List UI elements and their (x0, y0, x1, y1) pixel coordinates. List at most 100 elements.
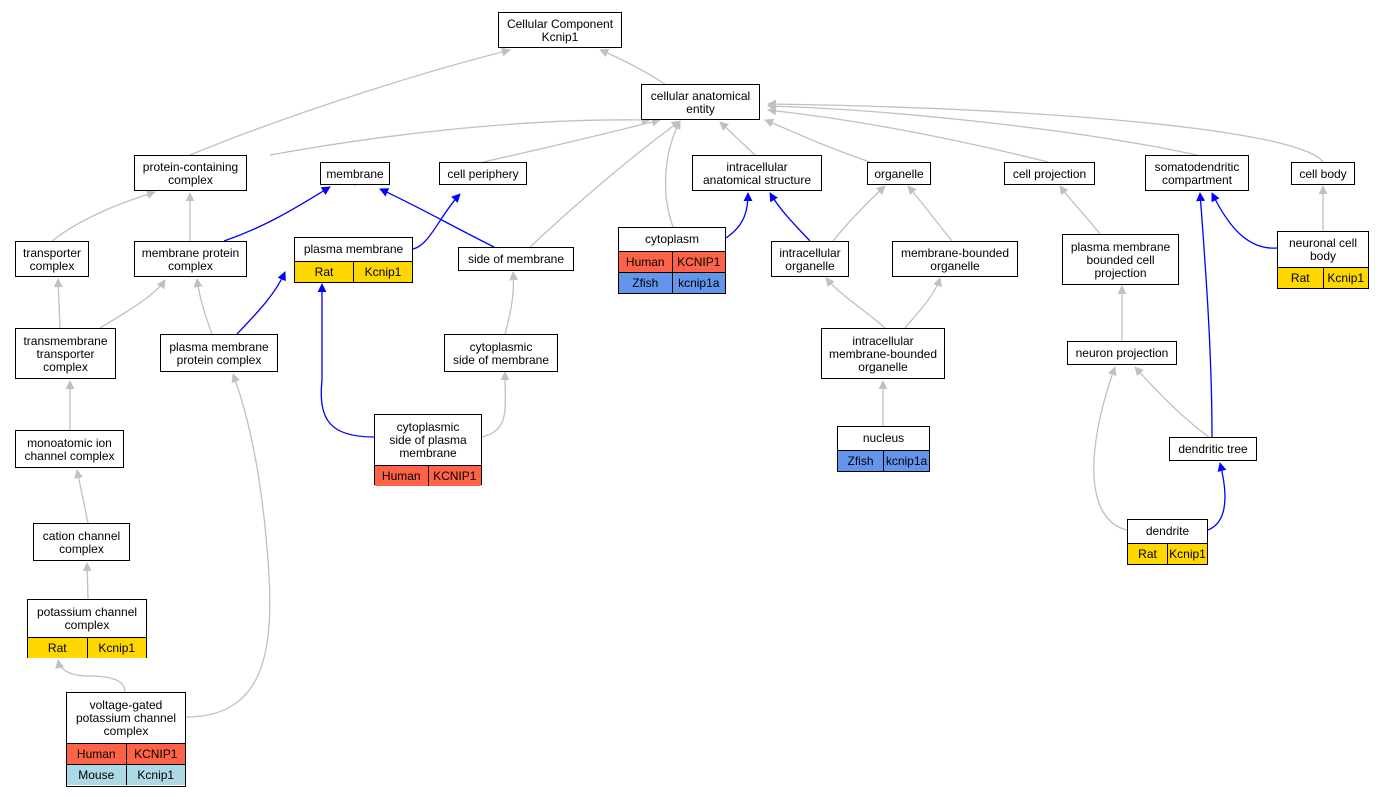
gene-symbol: Kcnip1 (1322, 268, 1369, 288)
species-row: Human KCNIP1 (619, 251, 725, 272)
node-cae: cellular anatomical entity (641, 84, 760, 120)
node-micc: monoatomic ion channel complex (15, 430, 124, 468)
species-name: Zfish (632, 276, 659, 290)
node-dtree: dendritic tree (1169, 437, 1257, 461)
node-label: dendritic tree (1178, 442, 1248, 456)
node-label: nucleus (862, 431, 905, 445)
gene-symbol: KCNIP1 (125, 744, 186, 764)
species-name: Mouse (78, 768, 115, 782)
node-label: side of membrane (467, 252, 565, 266)
node-mpc: membrane protein complex (134, 241, 247, 277)
node-pcc: protein-containing complex (134, 155, 247, 191)
node-csom: cytoplasmic side of membrane (444, 334, 558, 372)
annotated-edge (1196, 192, 1213, 438)
is-a-edge (767, 99, 1324, 163)
gene-symbol: kcnip1a (883, 451, 929, 471)
node-cbody: cell body (1291, 162, 1355, 185)
node-label: cellular anatomical entity (650, 88, 751, 116)
node-label: transmembrane transporter complex (23, 333, 108, 374)
node-label: cytoplasmic side of plasma membrane (389, 419, 467, 460)
annotated-edge (317, 283, 375, 438)
node-ias: intracellular anatomical structure (692, 155, 822, 191)
is-a-edge (51, 190, 156, 242)
node-label: cell periphery (447, 166, 519, 181)
gene-symbol: Kcnip1 (1167, 544, 1207, 564)
node-label: plasma membrane bounded cell projection (1070, 239, 1171, 280)
node-pmpc: plasma membrane protein complex (160, 334, 278, 372)
node-label: plasma membrane (303, 242, 404, 256)
species-name: Human (625, 255, 665, 269)
species-name: Rat (1290, 271, 1310, 285)
is-a-edge (664, 120, 681, 228)
is-a-edge (907, 185, 953, 242)
is-a-edge (1093, 366, 1128, 531)
node-root: Cellular Component Kcnip1 (498, 12, 622, 48)
node-label: membrane (326, 166, 384, 181)
species-row: Mouse Kcnip1 (67, 764, 185, 785)
is-a-edge (529, 120, 681, 248)
species-name: Zfish (847, 454, 874, 468)
node-som: side of membrane (458, 247, 574, 271)
node-label: cytoplasmic side of membrane (452, 339, 550, 367)
node-label: intracellular membrane-bounded organelle (828, 333, 938, 374)
is-a-edge (719, 121, 756, 156)
is-a-edge (904, 277, 943, 329)
annotated-edge (236, 271, 286, 335)
gene-symbol: KCNIP1 (671, 252, 726, 272)
species-name: Rat (1138, 547, 1157, 561)
is-a-edge (99, 279, 166, 329)
species-row: Human KCNIP1 (375, 465, 481, 486)
species-row: Human KCNIP1 (67, 743, 185, 764)
annotated-edge (412, 193, 461, 250)
node-label: protein-containing complex (142, 159, 239, 187)
is-a-edge (504, 271, 519, 335)
node-label: membrane-bounded organelle (900, 245, 1010, 273)
node-label: plasma membrane protein complex (169, 339, 269, 367)
node-label: transporter complex (22, 245, 82, 273)
gene-symbol: Kcnip1 (125, 765, 186, 785)
node-label: monoatomic ion channel complex (24, 435, 115, 463)
node-label: dendrite (1145, 524, 1190, 538)
node-label: intracellular organelle (779, 245, 841, 273)
node-label: membrane protein complex (141, 245, 240, 273)
node-mem: membrane (320, 162, 390, 185)
is-a-edge (53, 278, 63, 329)
node-label: voltage-gated potassium channel complex (75, 697, 177, 738)
node-label: organelle (874, 166, 924, 181)
species-name: Rat (314, 265, 334, 279)
node-ccc: cation channel complex (33, 523, 130, 561)
gene-symbol: kcnip1a (671, 273, 726, 293)
is-a-edge (481, 371, 510, 438)
node-label: cell body (1299, 166, 1347, 181)
node-label: cytoplasm (644, 232, 700, 246)
species-row: Zfish kcnip1a (619, 272, 725, 293)
is-a-edge (193, 278, 213, 335)
node-imbo: intracellular membrane-bounded organelle (821, 328, 945, 379)
is-a-edge (55, 659, 126, 693)
node-label: cell projection (1012, 166, 1087, 181)
node-mbo: membrane-bounded organelle (892, 241, 1018, 277)
gene-symbol: Kcnip1 (353, 262, 412, 282)
node-label: neuronal cell body (1288, 235, 1358, 263)
species-name: Human (381, 469, 421, 483)
node-cproj: cell projection (1004, 162, 1095, 185)
annotated-edge (769, 192, 811, 242)
species-row: Rat Kcnip1 (1278, 267, 1368, 288)
annotated-edge (1207, 462, 1227, 531)
species-row: Rat Kcnip1 (295, 261, 412, 282)
gene-symbol: KCNIP1 (427, 466, 482, 486)
is-a-edge (599, 48, 666, 85)
is-a-edge (825, 277, 886, 329)
is-a-edge (767, 101, 1198, 156)
annotated-edge (1211, 192, 1278, 249)
is-a-edge (832, 185, 886, 242)
is-a-edge (185, 373, 271, 718)
species-name: Human (76, 747, 116, 761)
node-label: intracellular anatomical structure (702, 159, 812, 187)
is-a-edge (74, 469, 89, 524)
species-row: Zfish kcnip1a (838, 450, 929, 471)
